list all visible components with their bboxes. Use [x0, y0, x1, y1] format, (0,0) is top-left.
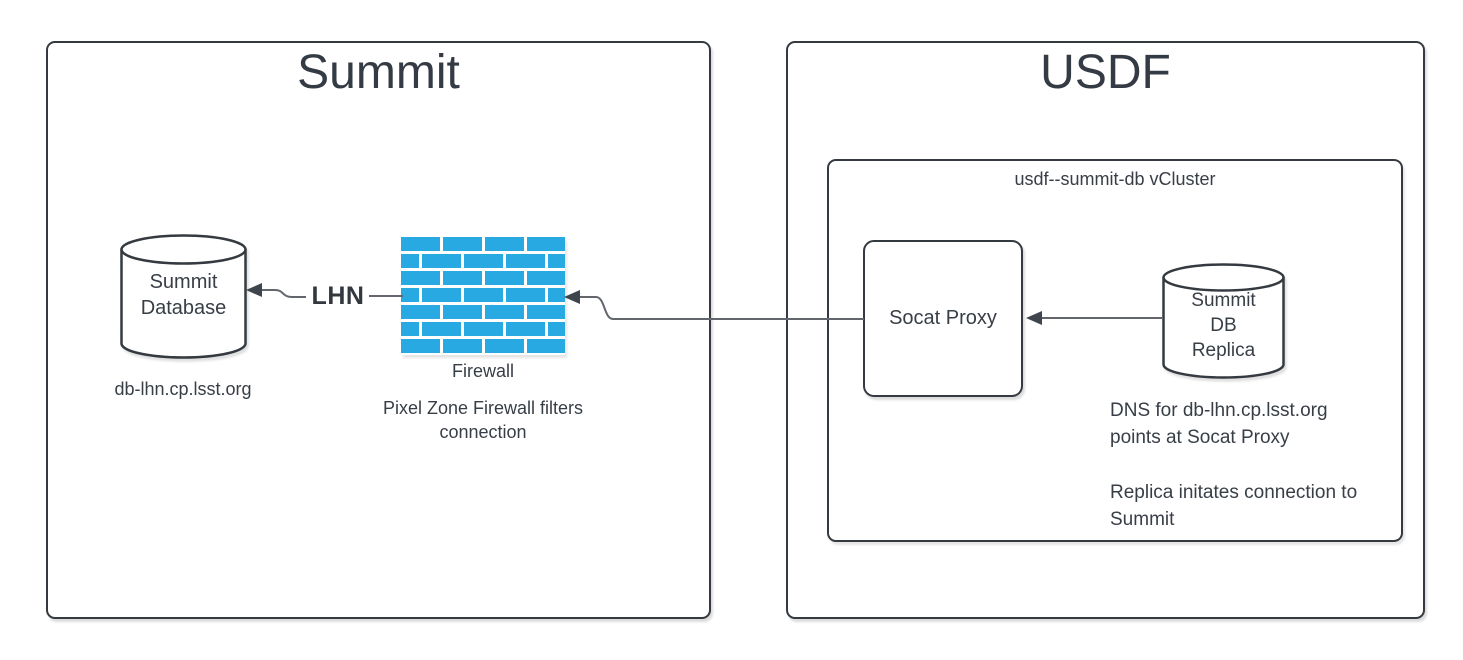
replica-note: Replica initates connection to Summit: [1110, 482, 1358, 530]
firewall-icon: [401, 237, 565, 355]
socat-proxy-node: Socat Proxy: [863, 240, 1023, 397]
database-cylinder-icon: [120, 234, 247, 359]
usdf-zone-title: USDF: [1040, 46, 1171, 99]
firewall-node: [401, 237, 565, 355]
summit-db-replica-node: Summit DB Replica: [1162, 262, 1285, 380]
summit-database-label: Summit Database: [140, 271, 227, 319]
socat-proxy-label: Socat Proxy: [889, 307, 997, 329]
firewall-label: Firewall: [451, 361, 514, 381]
database-cylinder-icon: [1162, 263, 1285, 379]
summit-db-replica-label: Summit DB Replica: [1191, 290, 1256, 361]
summit-database-node: Summit Database: [120, 233, 247, 360]
firewall-note: Pixel Zone Firewall filters connection: [382, 398, 584, 442]
summit-database-caption: db-lhn.cp.lsst.org: [114, 379, 252, 399]
dns-note: DNS for db-lhn.cp.lsst.org points at Soc…: [1110, 400, 1328, 448]
summit-zone-title: Summit: [297, 46, 460, 99]
lhn-edge-label: LHN: [311, 282, 365, 310]
vcluster-label: usdf--summit-db vCluster: [1014, 169, 1216, 189]
